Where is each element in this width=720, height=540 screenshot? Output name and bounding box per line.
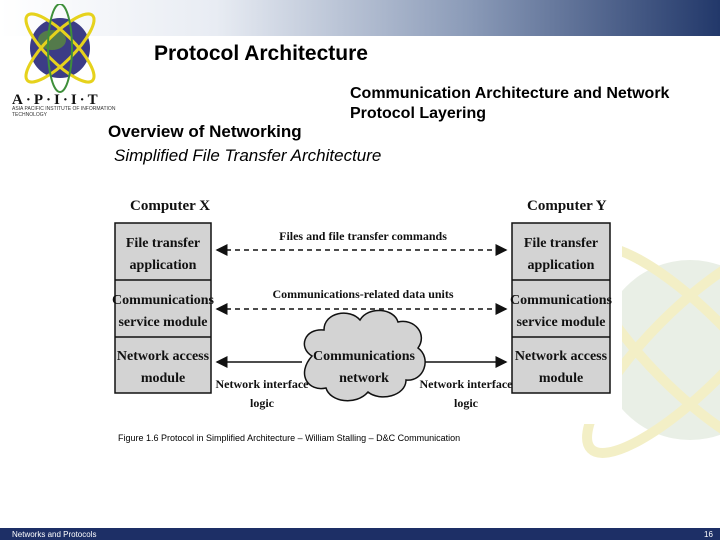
- communications-network-cloud: [303, 309, 426, 402]
- overview-heading: Overview of Networking: [108, 122, 302, 141]
- page-title: Protocol Architecture: [154, 42, 368, 65]
- left-layer-2-line2: service module: [118, 315, 207, 330]
- left-nic-line2: logic: [250, 396, 275, 410]
- network-line1: Communications: [313, 349, 415, 364]
- header-bar: [0, 0, 720, 36]
- page-number: 16: [704, 530, 713, 539]
- apiit-globe-logo: [24, 4, 96, 93]
- footer-course-title: Networks and Protocols: [12, 530, 97, 539]
- footer-bar: [0, 528, 720, 540]
- left-layer-3-line2: module: [141, 371, 185, 386]
- computer-y-stack: [511, 222, 611, 394]
- section-subtitle: Communication Architecture and Network P…: [350, 85, 670, 122]
- logo-name: A·P·I·I·T: [12, 92, 101, 108]
- figure-caption: Figure 1.6 Protocol in Simplified Archit…: [118, 433, 461, 443]
- right-nic-line1: Network interface: [420, 377, 514, 391]
- left-layer-1-line2: application: [130, 258, 197, 273]
- left-layer-2-line1: Communications: [112, 293, 214, 308]
- left-nic-line1: Network interface: [216, 377, 310, 391]
- data-units-arrow-label: Communications-related data units: [272, 287, 453, 301]
- architecture-diagram: Computer X Computer Y File transfer appl…: [112, 188, 622, 424]
- left-layer-1-line1: File transfer: [126, 236, 200, 251]
- right-layer-1-line1: File transfer: [524, 236, 598, 251]
- computer-x-stack: [114, 222, 212, 394]
- files-arrow-label: Files and file transfer commands: [279, 229, 447, 243]
- computer-y-label: Computer Y: [527, 198, 607, 214]
- right-layer-3-line1: Network access: [515, 349, 608, 364]
- right-layer-2-line2: service module: [516, 315, 605, 330]
- computer-x-label: Computer X: [130, 198, 210, 214]
- right-layer-1-line2: application: [528, 258, 595, 273]
- logo-tagline: ASIA PACIFIC INSTITUTE OF INFORMATION TE…: [12, 106, 116, 118]
- diagram-heading: Simplified File Transfer Architecture: [114, 146, 382, 165]
- right-nic-line2: logic: [454, 396, 479, 410]
- right-layer-3-line2: module: [539, 371, 583, 386]
- network-line2: network: [339, 371, 389, 386]
- left-layer-3-line1: Network access: [117, 349, 210, 364]
- right-layer-2-line1: Communications: [510, 293, 612, 308]
